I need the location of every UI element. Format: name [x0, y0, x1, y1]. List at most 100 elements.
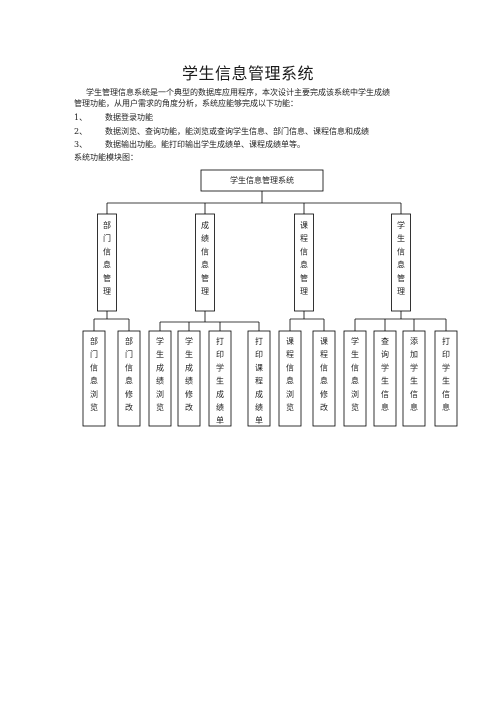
label-char: 课	[286, 337, 294, 346]
label-char: 息	[201, 260, 209, 270]
label-char: 息	[381, 402, 389, 412]
label-char: 查	[381, 336, 389, 346]
label-char: 管	[201, 273, 209, 283]
label-char: 改	[185, 402, 193, 412]
label-char: 程	[300, 234, 308, 243]
submodule-box	[343, 330, 367, 427]
label-char: 改	[320, 402, 328, 412]
label-char: 部	[90, 336, 98, 346]
label-char: 修	[125, 389, 133, 399]
submodule-label: 查询学生信息	[381, 336, 389, 412]
submodule-box	[177, 330, 201, 427]
label-char: 理	[397, 287, 405, 296]
label-char: 管	[397, 273, 405, 283]
label-char: 管	[300, 273, 308, 283]
label-char: 绩	[156, 376, 164, 386]
submodule-box	[247, 330, 271, 427]
label-char: 生	[216, 376, 224, 386]
label-char: 信	[351, 362, 359, 372]
label-char: 息	[103, 260, 111, 270]
label-char: 信	[300, 246, 308, 256]
intro-line-2: 管理功能，从用户需求的角度分析，系统应能够完成以下功能：	[74, 99, 298, 108]
page-title: 学生信息管理系统	[181, 64, 314, 83]
label-char: 信	[381, 389, 389, 399]
label-char: 理	[103, 287, 111, 296]
submodule-box	[148, 330, 172, 427]
label-char: 生	[156, 349, 164, 359]
submodule-box	[434, 330, 458, 427]
label-char: 课	[255, 363, 263, 372]
diagram-caption: 系统功能模块图：	[74, 153, 138, 162]
label-char: 管	[103, 273, 111, 283]
label-char: 生	[410, 376, 418, 386]
label-char: 单	[216, 415, 224, 425]
label-char: 成	[201, 220, 209, 230]
label-char: 打	[442, 336, 450, 346]
label-char: 息	[442, 402, 450, 412]
label-char: 息	[351, 376, 359, 386]
label-char: 询	[381, 349, 389, 359]
label-char: 加	[410, 349, 418, 359]
label-char: 学	[397, 220, 405, 230]
feature-number: 2、	[74, 127, 88, 136]
label-char: 浏	[90, 389, 98, 399]
feature-item-2: 2、 数据浏览、查询功能，能浏览或查询学生信息、部门信息、课程信息和成绩	[74, 126, 369, 137]
label-char: 程	[255, 377, 263, 386]
root-module-label: 学生信息管理系统	[230, 175, 294, 185]
label-char: 生	[351, 349, 359, 359]
label-char: 浏	[351, 389, 359, 399]
label-char: 学	[442, 362, 450, 372]
submodule-box	[208, 330, 232, 427]
submodule-box	[312, 330, 336, 427]
label-char: 打	[255, 336, 263, 346]
label-char: 学	[410, 362, 418, 372]
submodule-box	[82, 330, 106, 427]
label-char: 览	[351, 402, 359, 412]
label-char: 程	[286, 350, 294, 359]
label-char: 部	[103, 220, 111, 230]
label-char: 息	[286, 376, 294, 386]
label-char: 印	[255, 350, 263, 359]
label-char: 门	[90, 349, 98, 359]
label-char: 单	[255, 415, 263, 425]
label-char: 改	[125, 402, 133, 412]
label-char: 生	[381, 376, 389, 386]
submodule-box	[373, 330, 397, 427]
submodule-box	[278, 330, 302, 427]
label-char: 门	[125, 349, 133, 359]
label-char: 成	[156, 362, 164, 372]
label-char: 理	[201, 287, 209, 296]
label-char: 生	[442, 376, 450, 386]
label-char: 信	[442, 389, 450, 399]
label-char: 添	[410, 337, 418, 346]
label-char: 息	[410, 402, 418, 412]
label-char: 信	[397, 246, 405, 256]
label-char: 学	[185, 336, 193, 346]
label-char: 成	[185, 362, 193, 372]
label-char: 印	[216, 350, 224, 359]
submodule-box	[117, 330, 141, 427]
label-char: 打	[216, 336, 224, 346]
label-char: 信	[320, 362, 328, 372]
feature-number: 3、	[74, 140, 88, 149]
label-char: 信	[125, 362, 133, 372]
feature-text: 数据浏览、查询功能，能浏览或查询学生信息、部门信息、课程信息和成绩	[105, 127, 369, 136]
submodule-box	[402, 330, 426, 427]
label-char: 学	[216, 362, 224, 372]
label-char: 生	[397, 233, 405, 243]
label-char: 浏	[286, 389, 294, 399]
label-char: 信	[410, 389, 418, 399]
label-char: 览	[286, 402, 294, 412]
feature-item-1: 1、数据登录功能	[74, 112, 153, 123]
label-char: 程	[320, 350, 328, 359]
module-label: 学生信息管理	[397, 220, 405, 296]
label-char: 绩	[216, 402, 224, 412]
